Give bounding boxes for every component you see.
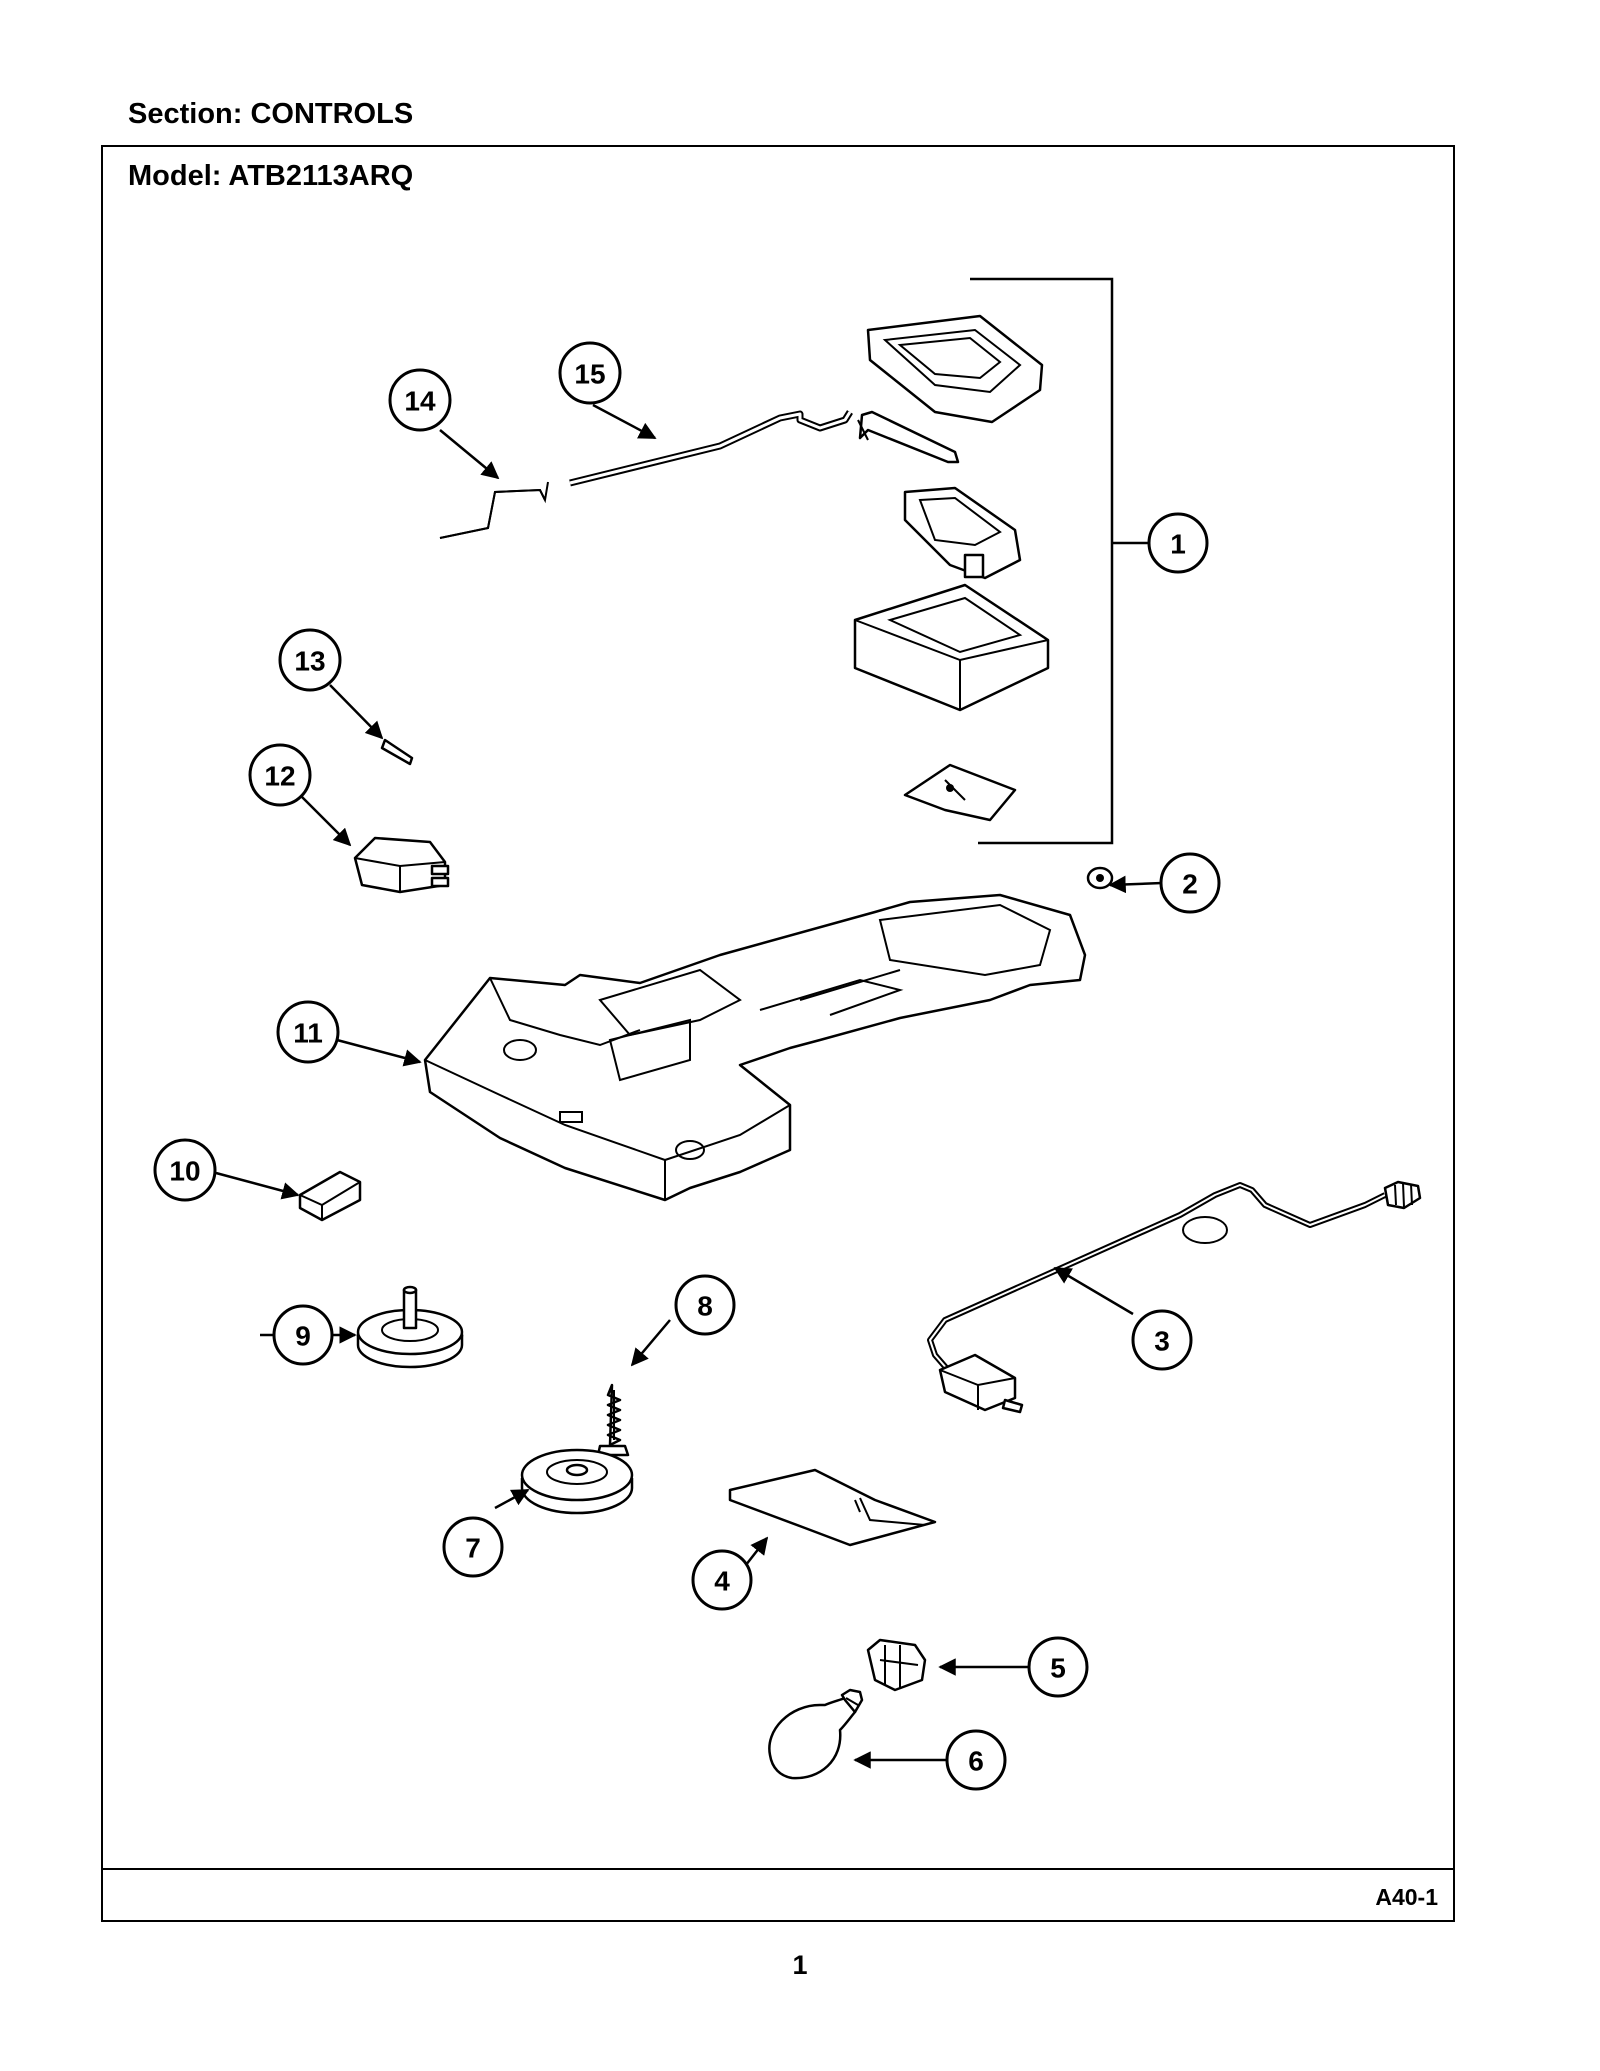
callout-13: 13 [278,628,342,692]
housing-base-part [853,583,1050,712]
assembly-bracket [970,277,1150,845]
callout-3: 3 [1131,1309,1193,1371]
callout-label: 2 [1182,869,1198,900]
housing-top-part [866,314,1044,424]
leader-lines [215,403,1163,1769]
callout-6: 6 [945,1729,1007,1791]
callout-11: 11 [276,1000,340,1064]
callout-label: 14 [404,386,436,417]
knob-shaft-part [356,1285,464,1369]
callout-14: 14 [388,368,452,432]
actuator-lever-part [857,410,960,464]
lamp-socket-part [866,1638,927,1692]
callout-1: 1 [1147,512,1209,574]
long-rod-part [569,410,853,487]
footer-divider [101,1868,1455,1870]
callout-10: 10 [153,1138,217,1202]
callout-5: 5 [1027,1636,1089,1698]
callout-label: 10 [169,1156,200,1187]
callout-12: 12 [248,743,312,807]
callout-label: 4 [714,1566,730,1597]
model-title: Model: ATB2113ARQ [128,160,414,192]
sensor-wire-part [927,1180,1422,1414]
section-title: Section: CONTROLS [128,98,414,130]
light-bulb-part [768,1688,864,1780]
callout-label: 6 [968,1746,984,1777]
callout-label: 7 [465,1533,481,1564]
callout-label: 15 [574,359,605,390]
screw-part [596,1383,630,1457]
small-rod-part [439,481,549,539]
callout-4: 4 [691,1549,753,1611]
figure-code: A40-1 [1375,1884,1438,1910]
callout-7: 7 [442,1516,504,1578]
defrost-timer-part [353,836,450,894]
callout-9: 9 [272,1304,334,1366]
callout-label: 9 [295,1321,311,1352]
callout-2: 2 [1159,852,1221,914]
callout-label: 5 [1050,1653,1066,1684]
door-switch-part [298,1170,362,1222]
callout-label: 13 [294,646,325,677]
callout-label: 3 [1154,1326,1170,1357]
knob-part [520,1448,634,1515]
callout-label: 11 [293,1018,323,1049]
callout-8: 8 [674,1274,736,1336]
callout-label: 1 [1170,529,1186,560]
label-sheet-part [728,1468,937,1547]
mounting-bracket-part [903,763,1017,822]
callout-label: 12 [264,761,295,792]
nut-part [1086,866,1114,890]
callout-label: 8 [697,1291,713,1322]
pin-part [380,738,414,766]
control-housing-part [423,893,1087,1202]
page-number: 1 [792,1950,808,1980]
switch-housing-part [903,486,1022,580]
diagram-frame [101,145,1455,1922]
callout-15: 15 [558,341,622,405]
